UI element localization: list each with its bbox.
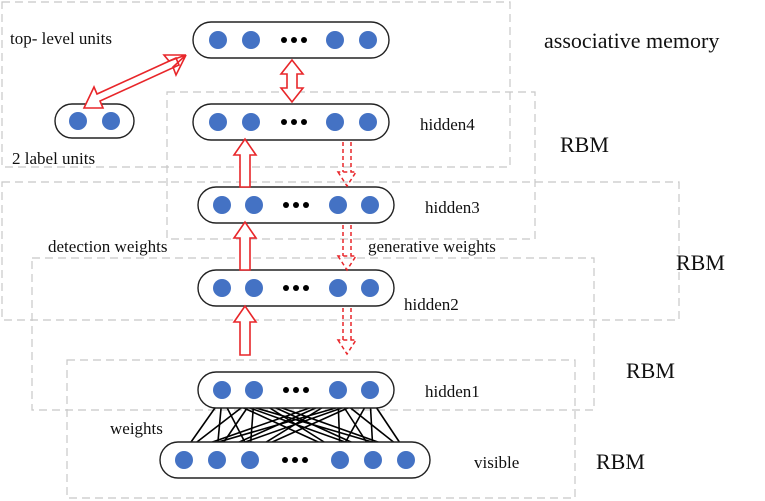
generative-weights-label: generative weights	[368, 237, 496, 256]
rbm-label-3: RBM	[626, 358, 675, 383]
layer-hidden1	[197, 371, 395, 409]
weights-label: weights	[110, 419, 163, 438]
hidden1-label: hidden1	[425, 382, 480, 401]
layer-hidden2	[197, 269, 395, 307]
layer-hidden3	[197, 186, 395, 224]
detection-weights-label: detection weights	[48, 237, 167, 256]
hidden4-label: hidden4	[420, 115, 475, 134]
hidden3-label: hidden3	[425, 198, 480, 217]
layer-hidden4	[192, 103, 390, 141]
layer-top-level	[192, 21, 390, 59]
rbm-frame-hidden3-hidden2	[1, 181, 680, 321]
label-units-box	[54, 103, 135, 139]
generative-arrows	[336, 142, 358, 356]
rbm-frame-top	[1, 1, 511, 168]
associative-memory-label: associative memory	[544, 28, 719, 53]
rbm-label-4: RBM	[596, 449, 645, 474]
visible-label: visible	[474, 453, 519, 472]
layer-label-units	[54, 103, 135, 139]
rbm-label-2: RBM	[676, 250, 725, 275]
top-level-units-label: top- level units	[10, 29, 112, 48]
rbm-label-1: RBM	[560, 132, 609, 157]
detection-arrows	[232, 137, 258, 356]
rbm-frame-hidden4-hidden3	[166, 91, 536, 240]
rbm-frame-hidden1-visible	[66, 359, 576, 499]
label-units-label: 2 label units	[12, 149, 95, 168]
layer-visible	[159, 441, 431, 479]
hidden2-label: hidden2	[404, 295, 459, 314]
toplevel-hidden4-double-arrow	[279, 58, 305, 104]
label-toplevel-double-arrow	[82, 54, 187, 109]
